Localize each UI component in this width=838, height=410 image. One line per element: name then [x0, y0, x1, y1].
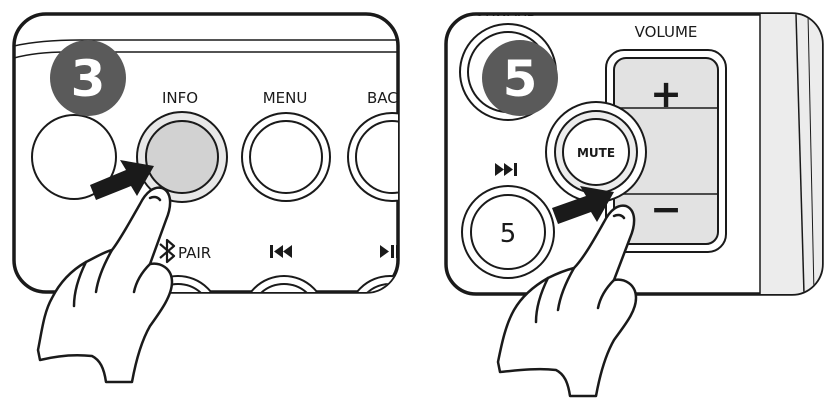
hand-icon-left [36, 186, 174, 384]
label-menu: MENU [263, 89, 308, 107]
label-back: BAC [367, 89, 398, 107]
step-badge-3: 3 [50, 40, 126, 116]
previous-track-icon [270, 245, 292, 258]
number-5-button[interactable]: 5 [461, 185, 555, 279]
hand-icon-right [496, 204, 638, 398]
press-arrow-right [552, 186, 614, 224]
volume-minus-icon: − [650, 187, 682, 231]
volume-rocker[interactable] [605, 49, 727, 253]
step-number-5: 5 [503, 50, 538, 108]
step-number-3: 3 [71, 50, 106, 108]
step-badge-5: 5 [482, 40, 558, 116]
mute-button[interactable]: MUTE [545, 101, 647, 203]
label-pair: PAIR [178, 244, 211, 262]
volume-up-button[interactable]: + [650, 72, 682, 116]
info-button[interactable] [136, 111, 228, 203]
label-info: INFO [162, 89, 198, 107]
label-number-5: 5 [500, 219, 517, 249]
label-volume: VOLUME [635, 23, 698, 41]
play-pause-icon [380, 245, 398, 258]
panel-step-5: FORWARD VOLUME + − MUTE [444, 4, 824, 398]
panel-step-3: INFO MENU BAC PAIR [12, 12, 436, 384]
volume-down-button[interactable]: − [650, 187, 682, 231]
bluetooth-icon [159, 238, 176, 264]
volume-plus-icon: + [650, 72, 682, 116]
label-mute: MUTE [577, 146, 615, 160]
press-arrow-left [90, 160, 154, 200]
button-blank[interactable] [31, 114, 117, 200]
label-forward-partial: FORWARD [466, 4, 537, 20]
menu-button[interactable] [241, 112, 331, 202]
next-track-icon [495, 163, 517, 176]
back-button[interactable] [347, 112, 436, 202]
